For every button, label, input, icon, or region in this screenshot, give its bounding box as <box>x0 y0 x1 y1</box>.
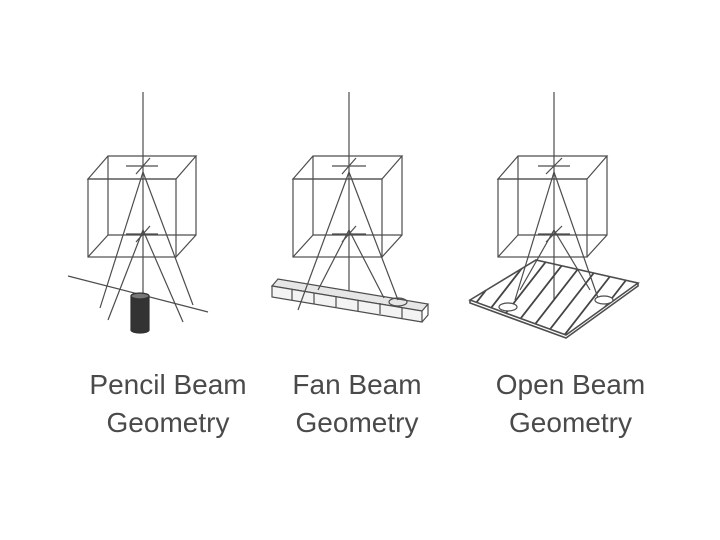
open-beam-caption-line1: Open Beam <box>495 369 646 400</box>
pencil-beam-cylinder <box>130 292 150 334</box>
fan-beam-detector-bar <box>270 278 430 323</box>
crosshair-top <box>538 157 570 175</box>
detector-lines <box>99 171 194 323</box>
pencil-beam-caption-line1: Pencil Beam <box>89 369 247 400</box>
pencil-beam-caption: Pencil Beam Geometry <box>58 366 278 442</box>
crosshair-top <box>332 157 366 175</box>
cube-wireframe <box>86 155 198 258</box>
detector-lines <box>514 171 599 301</box>
fan-beam-caption-line1: Fan Beam <box>292 369 422 400</box>
detector-lines <box>297 171 399 311</box>
cube-wireframe <box>291 155 404 258</box>
beam-spot-right <box>594 295 614 305</box>
open-beam-illustration <box>468 92 640 339</box>
fan-beam-caption-line2: Geometry <box>295 407 419 438</box>
crosshair-top <box>126 157 158 175</box>
beam-spot-left <box>498 302 518 312</box>
fan-beam-illustration <box>270 92 430 323</box>
open-beam-caption: Open Beam Geometry <box>468 366 673 442</box>
open-beam-caption-line2: Geometry <box>509 407 632 438</box>
fan-beam-caption: Fan Beam Geometry <box>272 366 442 442</box>
beam-spot <box>388 297 408 307</box>
pencil-beam-illustration <box>67 92 209 334</box>
open-beam-hatched-plate <box>468 259 640 339</box>
pencil-beam-caption-line2: Geometry <box>106 407 230 438</box>
cube-wireframe <box>496 155 609 258</box>
